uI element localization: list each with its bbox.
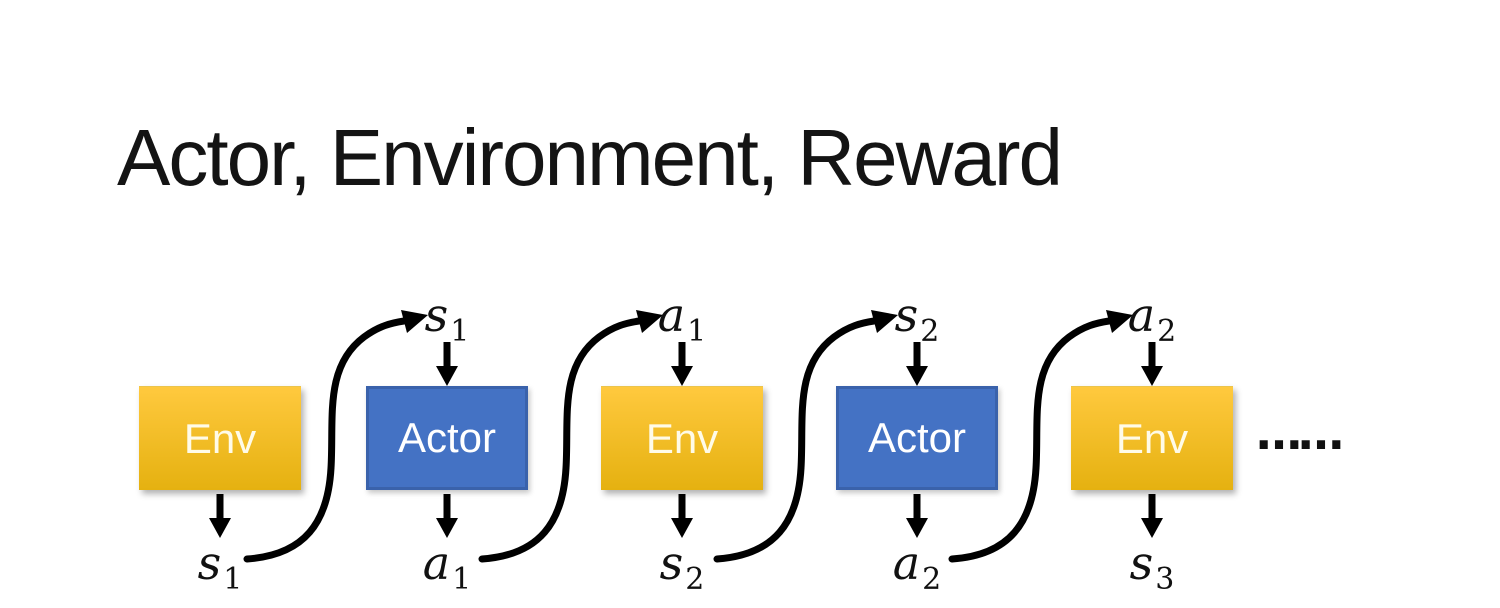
down-arrow-out-actor1	[436, 494, 458, 538]
box-label: Actor	[397, 414, 497, 461]
box-label: Actor	[867, 414, 967, 461]
math-subscript: 2	[922, 562, 942, 597]
box-env-2: Env	[601, 386, 763, 490]
top-label-s1: s1	[367, 288, 527, 347]
down-arrow-out-env2	[671, 494, 693, 538]
down-arrow-out-actor2	[906, 494, 928, 538]
math-subscript: 1	[450, 314, 470, 349]
math-subscript: 1	[223, 562, 243, 597]
bottom-label-s2: s2	[602, 536, 762, 595]
math-base: s	[659, 536, 684, 590]
top-label-a1: a1	[602, 288, 762, 347]
math-subscript: 2	[920, 314, 940, 349]
bottom-label-s3: s3	[1072, 536, 1232, 595]
box-label: Env	[1115, 414, 1189, 462]
math-base: a	[422, 536, 451, 590]
top-label-a2: a2	[1072, 288, 1232, 347]
box-label: Env	[183, 414, 257, 462]
top-label-s2: s2	[837, 288, 997, 347]
down-arrow-out-env1	[209, 494, 231, 538]
box-actor-2: Actor	[836, 386, 998, 490]
down-arrow-out-env3	[1141, 494, 1163, 538]
math-subscript: 2	[1157, 314, 1177, 349]
math-subscript: 1	[452, 562, 472, 597]
math-base: a	[657, 288, 686, 342]
math-base: s	[197, 536, 222, 590]
math-subscript: 1	[687, 314, 707, 349]
math-subscript: 3	[1155, 562, 1175, 597]
box-env-1: Env	[139, 386, 301, 490]
math-base: a	[892, 536, 921, 590]
math-base: s	[894, 288, 919, 342]
math-base: s	[1129, 536, 1154, 590]
bottom-label-a1: a1	[367, 536, 527, 595]
math-base: s	[424, 288, 449, 342]
box-actor-1: Actor	[366, 386, 528, 490]
continuation-ellipsis: ……	[1256, 406, 1344, 460]
math-base: a	[1127, 288, 1156, 342]
math-subscript: 2	[685, 562, 705, 597]
bottom-label-a2: a2	[837, 536, 997, 595]
bottom-label-s1: s1	[140, 536, 300, 595]
box-env-3: Env	[1071, 386, 1233, 490]
slide-title: Actor, Environment, Reward	[117, 113, 1063, 202]
box-label: Env	[645, 414, 719, 462]
